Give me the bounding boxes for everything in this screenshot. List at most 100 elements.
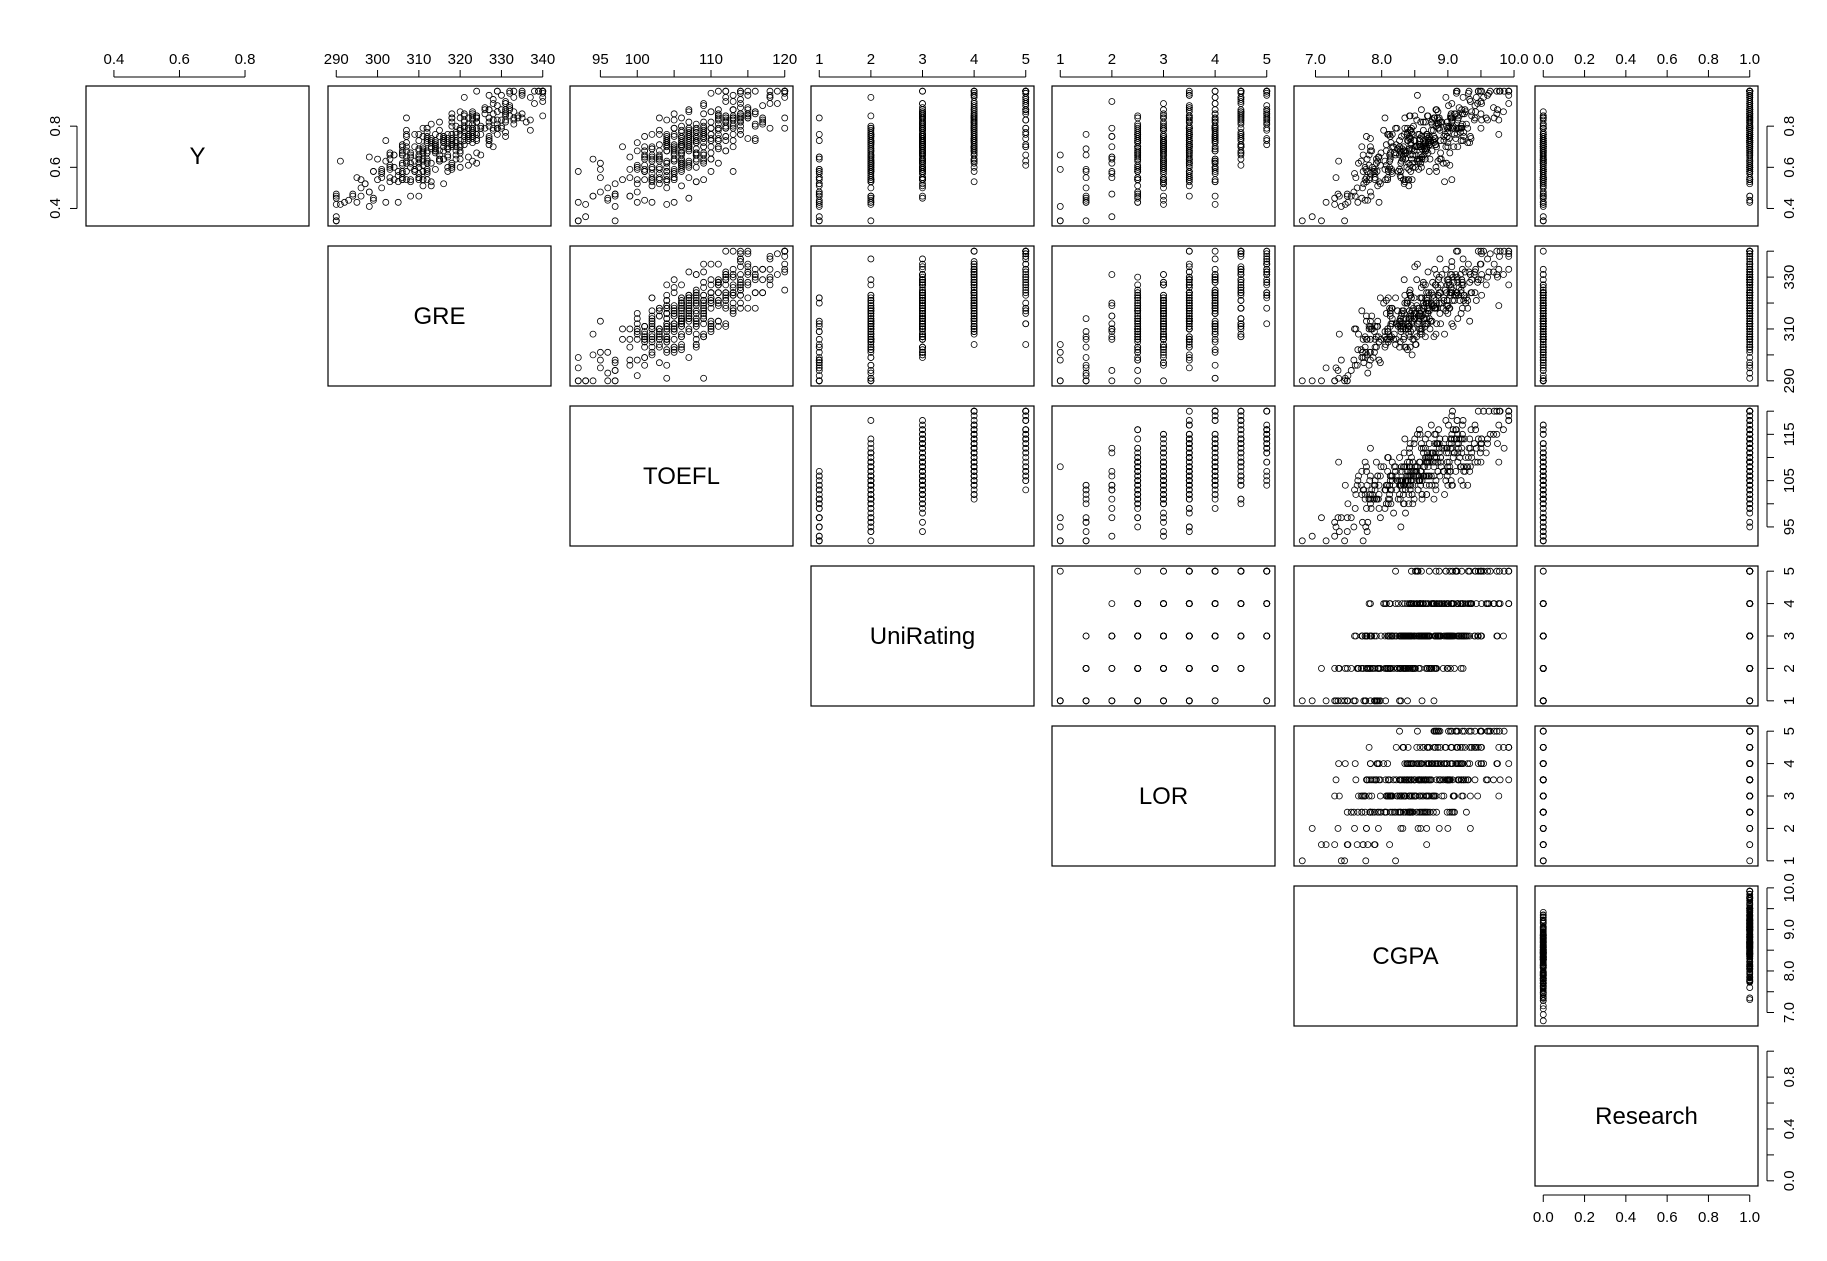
panel-gre-toefl [569,245,794,387]
point-y-cgpa-379 [1448,176,1456,184]
point-y-gre-197 [403,114,410,122]
right-tick-label-gre-290: 290 [1781,368,1798,393]
point-y-lor-356 [1211,106,1219,114]
point-y-gre-380 [431,141,439,149]
point-y-gre-255 [448,114,456,122]
point-y-cgpa-134 [1446,149,1454,157]
point-y-toefl-341 [714,137,722,144]
point-y-cgpa-236 [1358,194,1366,202]
point-y-research-374 [1746,135,1754,142]
point-y-gre-141 [510,116,518,124]
point-y-toefl-227 [737,100,744,107]
point-y-lor-290 [1134,130,1142,138]
point-y-gre-395 [444,145,452,153]
point-y-research-364 [1539,124,1547,132]
point-gre-cgpa-13 [1505,265,1513,273]
point-y-gre-200 [448,137,456,144]
point-y-gre-349 [436,157,443,165]
point-y-gre-306 [411,130,419,138]
point-y-lor-151 [1237,161,1245,169]
point-toefl-unirating-0 [1022,486,1030,494]
point-y-lor-286 [1160,147,1167,155]
point-toefl-unirating-147 [867,417,875,424]
point-y-toefl-20 [714,87,722,95]
point-y-unirating-214 [815,137,823,144]
point-y-lor-226 [1185,139,1193,147]
point-y-lor-71 [1082,194,1090,202]
point-y-gre-312 [407,192,414,200]
point-y-toefl-268 [678,159,685,167]
point-y-gre-50 [403,143,410,151]
point-y-lor-55 [1160,196,1167,204]
point-y-gre-82 [531,87,538,95]
point-y-cgpa-359 [1404,124,1411,132]
point-y-gre-235 [411,143,419,151]
point-y-toefl-358 [685,141,693,149]
point-y-gre-242 [365,153,373,161]
point-y-cgpa-214 [1396,137,1403,144]
point-gre-lor-397 [1056,356,1064,364]
point-y-gre-149 [415,192,423,200]
point-y-gre-207 [423,133,431,140]
point-y-gre-143 [403,159,410,167]
point-y-gre-295 [456,114,464,122]
point-y-cgpa-290 [1423,130,1431,138]
point-y-cgpa-148 [1474,100,1482,107]
point-gre-lor-298 [1160,271,1167,278]
point-y-toefl-396 [751,87,759,95]
point-y-gre-148 [489,100,497,107]
point-y-cgpa-109 [1478,87,1486,95]
point-y-lor-166 [1237,112,1245,120]
point-y-gre-51 [506,87,514,95]
point-y-cgpa-387 [1425,139,1433,147]
point-y-lor-331 [1211,147,1219,155]
point-gre-toefl-388 [663,374,671,382]
point-gre-toefl-375 [611,367,619,374]
right-tick-label-cgpa-10-0: 10.0 [1781,873,1798,902]
point-gre-toefl-22 [722,320,730,328]
point-y-unirating-309 [815,165,823,173]
point-y-cgpa-213 [1493,87,1501,95]
point-y-cgpa-24 [1413,116,1421,124]
point-y-unirating-399 [970,118,978,126]
point-y-lor-384 [1134,174,1142,182]
point-y-gre-334 [473,114,481,122]
point-y-toefl-65 [700,102,708,109]
point-y-lor-395 [1160,145,1167,153]
point-y-cgpa-212 [1367,170,1374,177]
point-gre-toefl-20 [714,260,722,268]
point-y-toefl-345 [692,151,700,159]
point-y-gre-160 [485,137,493,144]
point-y-cgpa-317 [1380,126,1388,134]
point-y-cgpa-146 [1341,217,1349,225]
point-gre-cgpa-372 [1308,377,1316,385]
point-gre-lor-372 [1108,377,1116,385]
point-gre-lor-375 [1134,367,1142,374]
point-y-gre-57 [357,184,365,192]
point-y-gre-62 [407,178,414,186]
point-gre-toefl-35 [633,330,641,338]
point-y-gre-368 [427,120,435,128]
point-y-unirating-242 [815,153,823,161]
point-y-cgpa-296 [1424,149,1432,157]
point-y-toefl-121 [722,93,730,101]
point-y-unirating-390 [970,116,978,124]
point-y-gre-184 [332,200,340,208]
point-gre-toefl-2 [670,302,678,310]
top-tick-label-unirating-1: 1 [815,51,823,68]
point-y-gre-388 [336,200,344,208]
point-y-lor-375 [1134,192,1142,200]
point-y-gre-304 [456,130,464,138]
point-gre-lor-305 [1211,247,1219,255]
point-gre-toefl-65 [700,268,708,276]
point-y-gre-233 [403,133,410,140]
point-y-unirating-367 [919,108,926,116]
point-y-cgpa-158 [1351,170,1358,177]
panel-unirating-cgpa [1293,565,1518,707]
point-y-lor-99 [1082,130,1090,138]
point-y-toefl-0 [655,130,663,138]
point-gre-lor-26 [1108,271,1116,278]
point-gre-lor-329 [1134,273,1142,281]
point-y-toefl-55 [641,196,649,204]
